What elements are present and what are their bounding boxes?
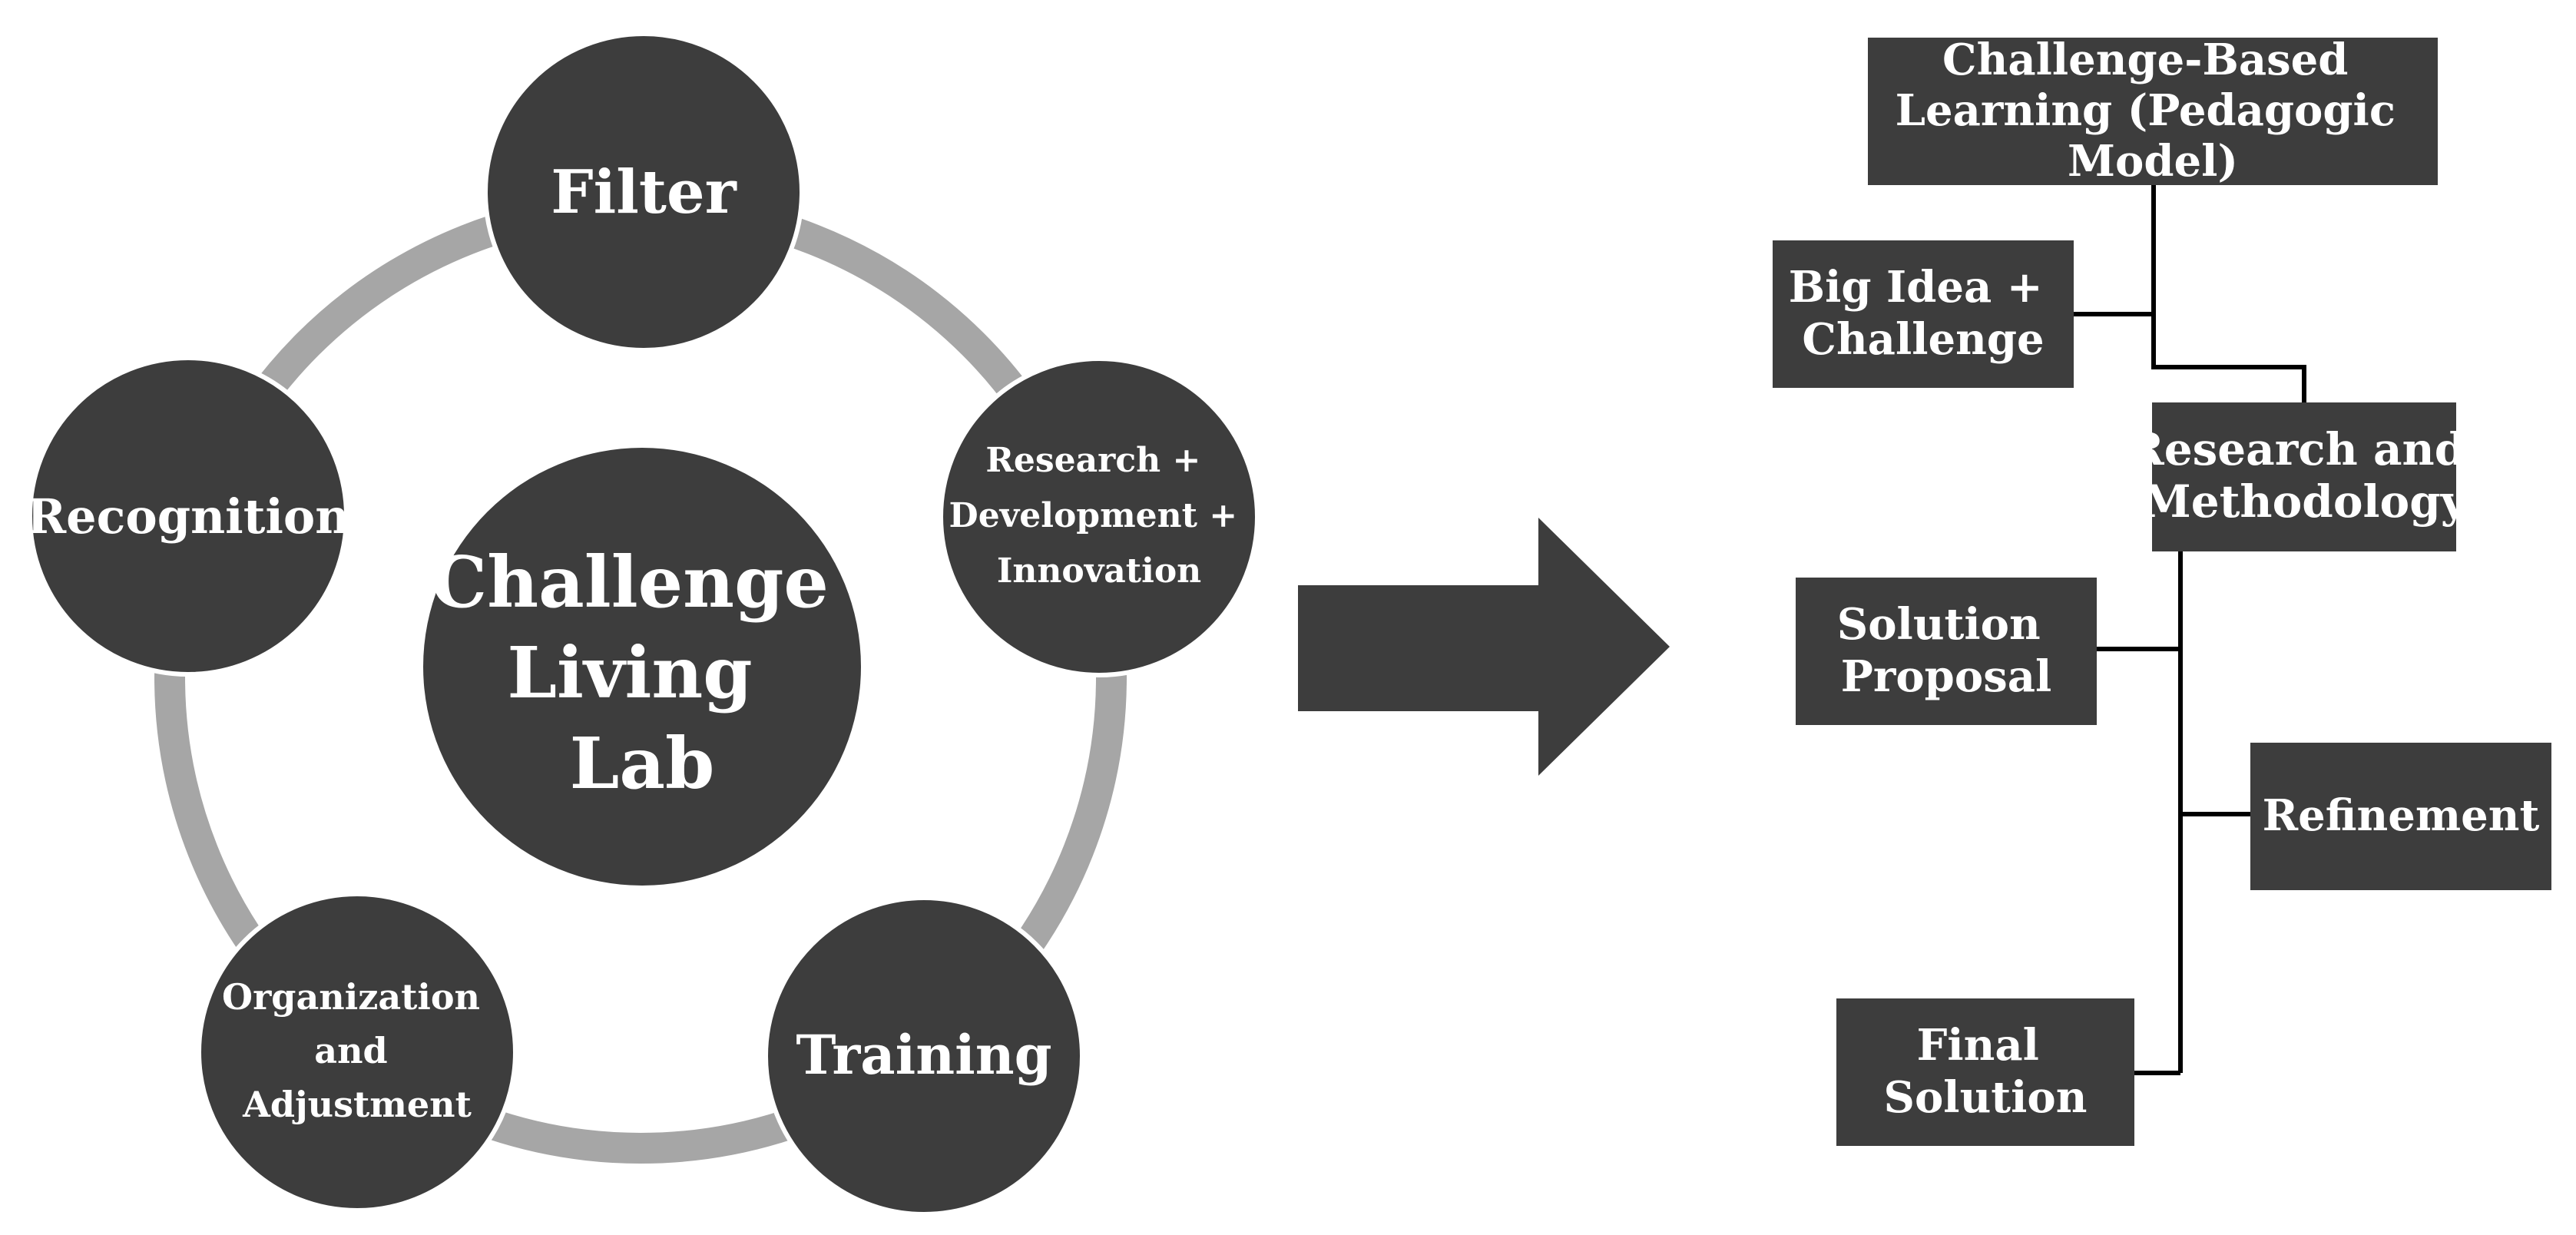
organization-node: Organization and Adjustment	[197, 892, 518, 1213]
transition-arrow	[1298, 518, 1670, 776]
organization-node-label: Organization and Adjustment	[222, 976, 492, 1125]
training-node-label: Training	[796, 1023, 1051, 1087]
final-solution-box: Final Solution	[1836, 998, 2134, 1146]
cbl-box-label: Challenge-Based Learning (Pedagogic Mode…	[1896, 35, 2411, 187]
rdi-node: Research + Development + Innovation	[939, 356, 1260, 677]
center-node-label: Challenge Living Lab	[431, 541, 853, 805]
refinement-box-label: Refinement	[2263, 790, 2540, 841]
big-idea-box: Big Idea + Challenge	[1773, 240, 2074, 388]
research-box-label: Research and Methodology	[2127, 423, 2482, 528]
rdi-node-label: Research + Development + Innovation	[949, 441, 1250, 591]
center-node: Challenge Living Lab	[423, 448, 861, 886]
filter-node-label: Filter	[551, 157, 737, 227]
filter-node: Filter	[483, 31, 804, 353]
final-solution-box-label: Final Solution	[1884, 1020, 2088, 1123]
cbl-box: Challenge-Based Learning (Pedagogic Mode…	[1868, 35, 2438, 187]
research-box: Research and Methodology	[2127, 402, 2482, 551]
big-idea-box-label: Big Idea + Challenge	[1789, 262, 2058, 365]
solution-box: Solution Proposal	[1796, 578, 2097, 725]
training-node: Training	[763, 896, 1084, 1217]
flow-connectors	[2074, 185, 2306, 1075]
solution-box-label: Solution Proposal	[1837, 599, 2056, 702]
recognition-node: Recognition	[27, 356, 350, 677]
recognition-node-label: Recognition	[27, 488, 350, 545]
refinement-box: Refinement	[2250, 743, 2551, 890]
